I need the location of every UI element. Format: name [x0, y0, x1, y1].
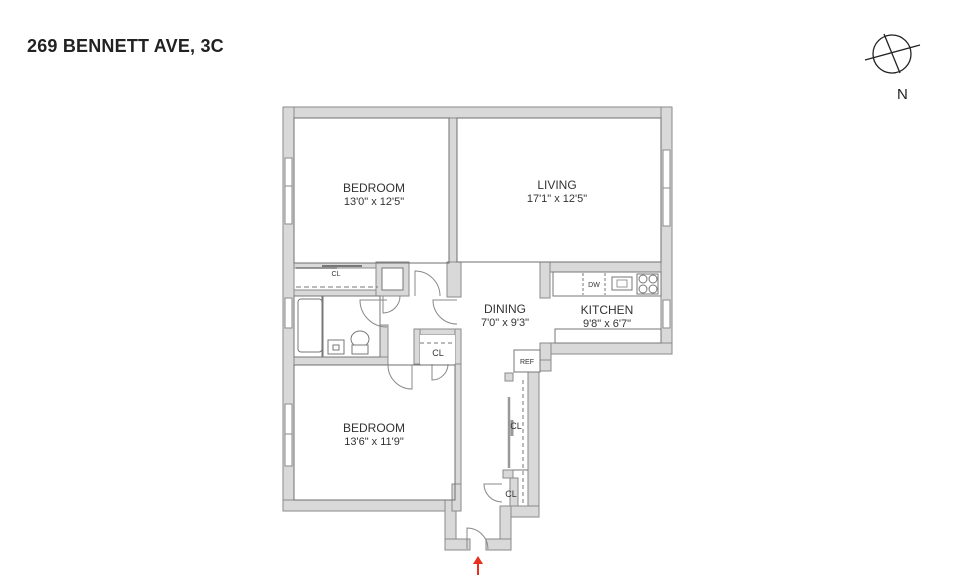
room-name-living: LIVING [537, 178, 576, 192]
room-dims-bedroom1: 13'0" x 12'5" [344, 196, 404, 208]
compass-north-label: N [897, 86, 908, 103]
linen-closet [381, 267, 404, 291]
closet-label: CL [505, 489, 517, 499]
room-labels: BEDROOM 13'0" x 12'5" LIVING 17'1" x 12'… [343, 178, 633, 448]
north-arrow-compass-icon [864, 33, 921, 74]
door-swings [359, 270, 503, 550]
room-name-kitchen: KITCHEN [581, 303, 634, 317]
closet-label: CL [510, 421, 522, 431]
bedroom-closet: CL [296, 265, 378, 288]
kitchen-sink [611, 276, 633, 291]
room-name-bedroom1: BEDROOM [343, 181, 405, 195]
wall-outlines [293, 117, 662, 501]
windows [284, 149, 671, 467]
bathtub [297, 298, 323, 353]
dishwasher-label: DW [588, 282, 600, 289]
refrigerator-label: REF [520, 359, 534, 366]
room-dims-dining: 7'0" x 9'3" [481, 317, 529, 329]
hall-closet: CL [420, 335, 455, 364]
room-dims-living: 17'1" x 12'5" [527, 193, 587, 205]
closet-label: CL [432, 348, 444, 358]
entry-closets: CL CL [505, 380, 528, 506]
stove [636, 273, 659, 295]
kitchen-counter: DW [552, 271, 662, 344]
room-dims-kitchen: 9'8" x 6'7" [583, 318, 631, 330]
page-title: 269 BENNETT AVE, 3C [27, 36, 224, 56]
room-dims-bedroom2: 13'6" x 11'9" [344, 436, 404, 448]
entry-arrow-icon [473, 556, 483, 575]
bathroom [293, 295, 381, 358]
room-name-dining: DINING [484, 302, 526, 316]
closet-label: CL [332, 271, 341, 278]
room-name-bedroom2: BEDROOM [343, 421, 405, 435]
refrigerator: REF [513, 349, 541, 373]
